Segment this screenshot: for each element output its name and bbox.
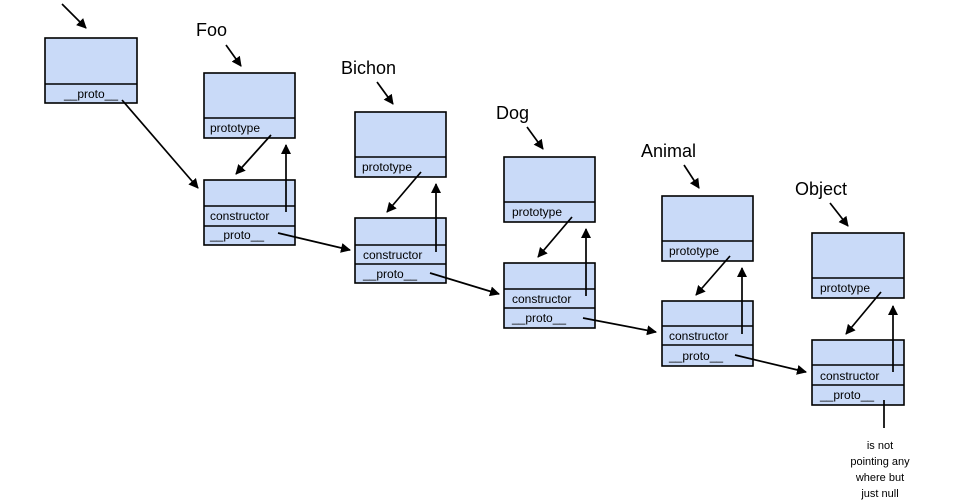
- animal-prototype-label: prototype: [669, 244, 719, 258]
- foo-prototype-box: prototype: [203, 72, 296, 139]
- bichon-proto-arrow: [429, 272, 500, 297]
- animal-title: Animal: [641, 141, 696, 161]
- instance-body-box: [44, 37, 138, 104]
- animal-name-arrow: [683, 164, 700, 189]
- bichon-prototype-label: prototype: [362, 160, 412, 174]
- object-prototype-to-constructor-arrow: [845, 291, 882, 335]
- dog-proto-arrow: [582, 317, 657, 336]
- object-title: Object: [795, 179, 847, 199]
- bichon-title: Bichon: [341, 58, 396, 78]
- object-name-arrow: [829, 202, 849, 227]
- foo-proto-label: __proto__: [209, 228, 264, 242]
- dog-prototype-box: prototype: [503, 156, 596, 223]
- instance-pointer-arrow: [61, 3, 87, 29]
- note-line-4: just null: [860, 488, 898, 500]
- note-line-1: is not: [867, 440, 893, 452]
- note-line-2: pointing any: [850, 456, 910, 468]
- dog-proto-label: __proto__: [511, 311, 566, 325]
- bichon-prototype-box: prototype: [354, 111, 447, 178]
- dog-constructor-box: constructor __proto__: [503, 262, 596, 329]
- dog-name-arrow: [526, 126, 544, 150]
- dog-prototype-label: prototype: [512, 205, 562, 219]
- animal-proto-arrow: [734, 354, 807, 375]
- object-prototype-box: prototype: [811, 232, 905, 299]
- foo-title: Foo: [196, 20, 227, 40]
- instance-proto-label: __proto__: [63, 87, 118, 101]
- instance-proto-arrow: [121, 99, 199, 189]
- null-note: is not pointing any where but just null: [850, 440, 910, 500]
- bichon-proto-label: __proto__: [362, 267, 417, 281]
- object-constructor-box: constructor __proto__: [811, 339, 905, 406]
- object-proto-label: __proto__: [819, 388, 874, 402]
- animal-proto-label: __proto__: [668, 349, 723, 363]
- object-prototype-label: prototype: [820, 281, 870, 295]
- animal-prototype-to-constructor-arrow: [695, 255, 731, 296]
- foo-constructor-box: constructor __proto__: [203, 179, 296, 246]
- dog-constructor-label: constructor: [512, 292, 571, 306]
- foo-name-arrow: [225, 44, 242, 67]
- animal-prototype-box: prototype: [661, 195, 754, 262]
- note-line-3: where but: [855, 472, 904, 484]
- bichon-constructor-box: constructor __proto__: [354, 217, 447, 284]
- animal-constructor-label: constructor: [669, 329, 728, 343]
- bichon-constructor-label: constructor: [363, 248, 422, 262]
- instance-object: __proto__: [44, 37, 138, 104]
- bichon-prototype-to-constructor-arrow: [386, 171, 422, 213]
- dog-title: Dog: [496, 103, 529, 123]
- foo-prototype-to-constructor-arrow: [235, 134, 272, 175]
- foo-proto-arrow: [277, 232, 351, 253]
- bichon-name-arrow: [376, 81, 394, 105]
- dog-prototype-to-constructor-arrow: [537, 216, 573, 258]
- object-constructor-label: constructor: [820, 369, 879, 383]
- foo-constructor-label: constructor: [210, 209, 269, 223]
- foo-prototype-label: prototype: [210, 121, 260, 135]
